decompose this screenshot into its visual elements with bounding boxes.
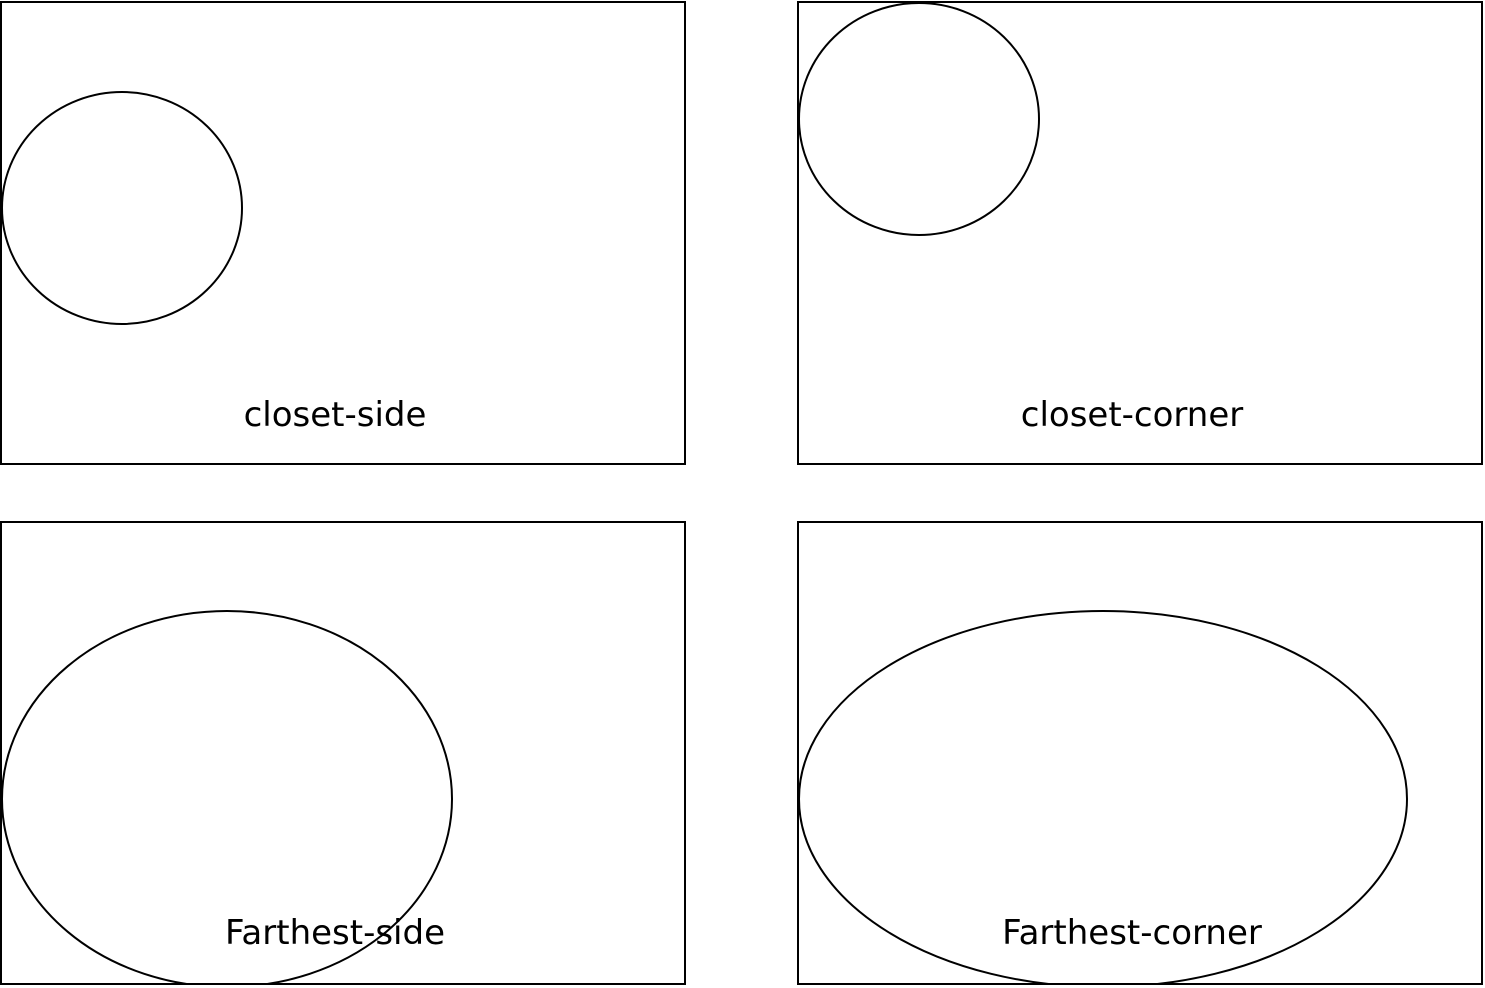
farthest-corner-ellipse bbox=[799, 610, 1408, 983]
farthest-side-label: Farthest-side bbox=[224, 913, 446, 953]
closest-side-ellipse bbox=[2, 91, 243, 325]
closest-side-panel: closet-side bbox=[0, 1, 686, 465]
closest-corner-ellipse-diagram bbox=[799, 3, 1040, 236]
closest-corner-label: closet-corner bbox=[1020, 395, 1244, 435]
closest-corner-ellipse bbox=[799, 3, 1040, 236]
farthest-side-ellipse bbox=[2, 610, 453, 983]
closest-side-ellipse-diagram bbox=[2, 91, 243, 325]
farthest-side-panel: Farthest-side bbox=[0, 521, 686, 985]
farthest-corner-ellipse-diagram bbox=[799, 610, 1408, 983]
closest-corner-panel: closet-corner bbox=[797, 1, 1483, 465]
closest-side-label: closet-side bbox=[243, 395, 427, 435]
farthest-side-ellipse-diagram bbox=[2, 610, 453, 983]
farthest-corner-panel: Farthest-corner bbox=[797, 521, 1483, 985]
farthest-corner-label: Farthest-corner bbox=[1002, 913, 1262, 953]
